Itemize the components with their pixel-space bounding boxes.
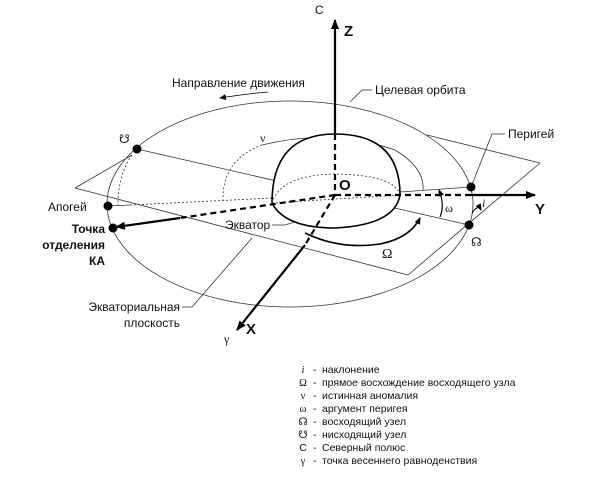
legend-item: ν - истинная аномалия — [301, 390, 418, 402]
legend-symbol: γ — [300, 456, 306, 467]
omega-label: ω — [445, 201, 453, 215]
legend-item: i - наклонение — [302, 364, 380, 376]
legend-text: прямое восхождение восходящего узла — [322, 377, 516, 389]
legend-symbol: Ω — [299, 378, 307, 389]
c-label: C — [315, 3, 324, 17]
legend-item: C - Северный полюс — [299, 442, 405, 454]
z-label: Z — [344, 23, 353, 40]
legend-text: восходящий узел — [322, 416, 406, 428]
legend-item: ω - аргумент перигея — [300, 403, 408, 415]
legend-symbol: ν — [301, 391, 306, 402]
legend-dash: - — [313, 377, 317, 389]
inner-orbit — [261, 137, 424, 191]
i-label: i — [482, 196, 485, 210]
perigee-point — [466, 182, 476, 192]
legend-dash: - — [313, 390, 317, 402]
separation-point — [108, 223, 118, 233]
nu-label: ν — [260, 131, 266, 145]
legend-item: Ω - прямое восхождение восходящего узла — [299, 377, 516, 389]
legend-text: точка весеннего равноденствия — [322, 455, 477, 467]
equatorial-plane-label-1: Экваториальная — [88, 300, 180, 314]
separation-vector — [115, 216, 181, 230]
inclination-arc — [471, 203, 482, 214]
legend-dash: - — [313, 442, 317, 454]
legend-dash: - — [313, 429, 317, 441]
separation-label-2: отделения — [42, 238, 105, 252]
perigee-label: Перигей — [508, 127, 554, 141]
legend-symbol: ω — [300, 404, 307, 415]
legend-text: нисходящий узел — [322, 429, 406, 441]
legend-symbol: C — [299, 442, 307, 454]
legend-dash: - — [313, 364, 317, 376]
legend-symbol: ☋ — [298, 429, 308, 441]
legend-item: ☋ - нисходящий узел — [298, 429, 406, 441]
separation-label-3: КА — [89, 254, 105, 268]
legend-item: γ - точка весеннего равноденствия — [300, 455, 477, 467]
legend-symbol: ☊ — [298, 416, 308, 428]
gamma-label: γ — [223, 332, 230, 346]
apogee-point — [103, 201, 113, 211]
legend-dash: - — [313, 403, 317, 415]
direction-label: Направление движения — [172, 76, 305, 90]
descending-node-point — [132, 144, 142, 154]
legend: i - наклонение Ω - прямое восхождение во… — [298, 364, 515, 467]
x-axis — [236, 244, 306, 331]
ascending-node-label: ☊ — [471, 235, 482, 249]
origin-label: O — [339, 177, 351, 194]
equatorial-plane-label-2: плоскость — [124, 316, 180, 330]
separation-label-1: Точка — [72, 222, 106, 236]
omega-big-label: Ω — [382, 247, 392, 262]
legend-symbol: i — [302, 365, 305, 376]
x-label: X — [246, 321, 256, 338]
legend-dash: - — [313, 416, 317, 428]
direction-arrow — [219, 91, 269, 101]
legend-dash: - — [313, 455, 317, 467]
y-label: Y — [535, 201, 545, 218]
legend-text: Северный полюс — [322, 442, 405, 454]
omega-arc — [438, 189, 445, 218]
omega-big-arc — [304, 217, 421, 247]
legend-text: наклонение — [322, 364, 380, 376]
ascending-node-point — [464, 220, 474, 230]
descending-node-label: ☋ — [119, 132, 130, 146]
legend-text: истинная аномалия — [322, 390, 418, 402]
legend-text: аргумент перигея — [322, 403, 408, 415]
target-orbit-label: Целевая орбита — [375, 83, 466, 97]
apogee-label: Апогей — [48, 200, 87, 214]
legend-item: ☊ - восходящий узел — [298, 416, 406, 428]
equatorial-plane — [74, 134, 541, 276]
equator-label: Экватор — [225, 218, 271, 232]
